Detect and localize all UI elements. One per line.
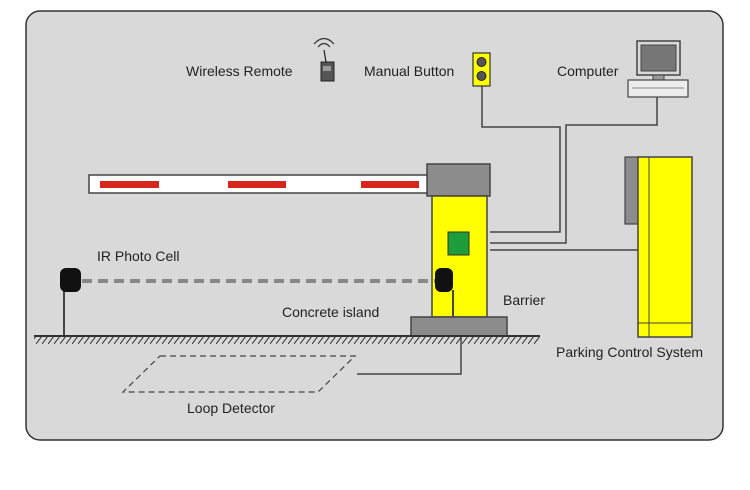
wireless-remote-icon	[313, 37, 335, 82]
ir-photo-cell-right	[435, 268, 454, 317]
wireless-remote-label: Wireless Remote	[186, 63, 293, 79]
parking-control-system-cabinet	[624, 156, 693, 338]
ir-photo-cell-label: IR Photo Cell	[97, 248, 180, 264]
manual-button-label: Manual Button	[364, 63, 455, 79]
barrier-arm	[88, 174, 475, 194]
computer-icon	[627, 40, 689, 98]
parking-control-system-label: Parking Control System	[556, 344, 704, 360]
ir-photo-cell-left	[60, 268, 81, 336]
loop-detector-label: Loop Detector	[187, 400, 275, 416]
manual-button-icon	[472, 52, 491, 87]
diagram-panel	[25, 10, 724, 441]
ground-line	[34, 335, 540, 344]
loop-detector-area	[121, 355, 357, 393]
control-wiring	[357, 86, 658, 375]
barrier-label: Barrier	[503, 292, 546, 308]
barrier-cabinet	[410, 163, 508, 337]
concrete-island-label: Concrete island	[282, 304, 380, 320]
computer-label: Computer	[557, 63, 619, 79]
